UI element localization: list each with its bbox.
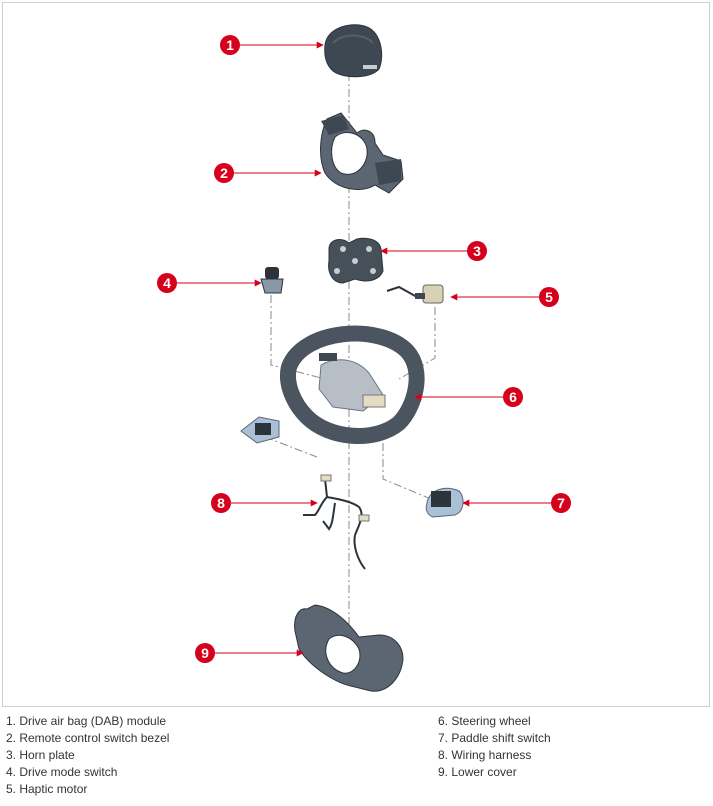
svg-text:2: 2 <box>220 165 228 181</box>
legend-item-8: 8. Wiring harness <box>438 748 532 762</box>
legend-item-9: 9. Lower cover <box>438 765 517 779</box>
callout-5: 5 <box>539 287 559 307</box>
leader-paddle-shift <box>382 443 432 500</box>
drive-airbag-module-part <box>324 24 383 78</box>
horn-plate-part <box>328 237 384 284</box>
legend-item-4: 4. Drive mode switch <box>6 765 118 779</box>
legend-item-3: 3. Horn plate <box>6 748 75 762</box>
svg-text:1: 1 <box>226 37 234 53</box>
remote-control-switch-part <box>240 416 280 444</box>
lower-cover-part <box>294 604 404 692</box>
callout-3: 3 <box>467 241 487 261</box>
legend-item-1: 1. Drive air bag (DAB) module <box>6 714 167 728</box>
svg-text:9: 9 <box>201 645 209 661</box>
exploded-view-diagram: 1 2 3 4 5 6 7 8 9 <box>157 24 571 692</box>
drive-mode-switch-part <box>260 267 284 294</box>
callout-7: 7 <box>551 493 571 513</box>
steering-wheel-part <box>280 325 425 444</box>
legend-item-2: 2. Remote control switch bezel <box>6 731 170 745</box>
leader-drive-mode-switch <box>270 295 326 380</box>
diagram-frame: 1 2 3 4 5 6 7 8 9 <box>2 2 710 707</box>
callout-6: 6 <box>503 387 523 407</box>
leader-remote-switch <box>264 436 318 458</box>
callout-9: 9 <box>195 643 215 663</box>
callout-leaders <box>177 41 551 657</box>
assembly-leader-lines <box>264 73 436 643</box>
parts-legend: 1. Drive air bag (DAB) module 2. Remote … <box>0 710 713 806</box>
callout-1: 1 <box>220 35 240 55</box>
leader-haptic-motor <box>398 307 436 380</box>
legend-item-6: 6. Steering wheel <box>438 714 531 728</box>
svg-text:7: 7 <box>557 495 565 511</box>
svg-text:8: 8 <box>217 495 225 511</box>
haptic-motor-part <box>386 284 444 304</box>
callout-8: 8 <box>211 493 231 513</box>
wiring-harness-part <box>303 474 370 570</box>
paddle-shift-switch-part <box>425 487 464 518</box>
svg-text:6: 6 <box>509 389 517 405</box>
callout-2: 2 <box>214 163 234 183</box>
callout-badges: 1 2 3 4 5 6 7 8 9 <box>157 35 571 663</box>
remote-control-switch-bezel-part <box>320 112 404 194</box>
legend-item-7: 7. Paddle shift switch <box>438 731 551 745</box>
callout-4: 4 <box>157 273 177 293</box>
svg-text:3: 3 <box>473 243 481 259</box>
svg-text:4: 4 <box>163 275 171 291</box>
svg-text:5: 5 <box>545 289 553 305</box>
legend-item-5: 5. Haptic motor <box>6 782 88 796</box>
